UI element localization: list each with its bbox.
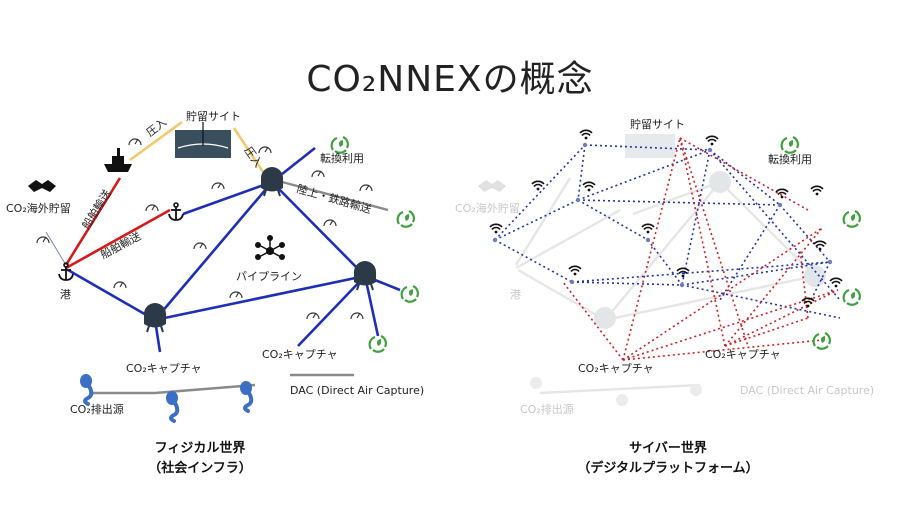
conversion-use-label: 転換利用 — [320, 152, 364, 165]
cyber-world-panel: 貯留サイト 転換利用 CO₂海外貯留 港 CO₂キャプチャ CO₂キャプチャ D… — [455, 118, 874, 476]
anchor-icon — [168, 202, 184, 221]
recycle-leaf-icon — [780, 135, 799, 154]
emitter-icon — [78, 372, 94, 406]
recycle-leaf-icon — [400, 284, 419, 303]
cyber-overseas-storage-label: CO₂海外貯留 — [455, 201, 520, 215]
cyber-caption-line1: サイバー世界 — [629, 440, 707, 456]
faded-infrastructure — [478, 134, 826, 406]
cyber-capture-label-2: CO₂キャプチャ — [705, 348, 781, 361]
overseas-link — [45, 231, 67, 266]
handshake-icon — [28, 180, 56, 192]
recycle-leaf-icon — [330, 135, 349, 154]
emission-source-label: CO₂排出源 — [70, 402, 124, 416]
dac-label: DAC (Direct Air Capture) — [290, 384, 424, 397]
recycle-leaf-icon — [368, 334, 387, 353]
emitter-icon — [164, 389, 180, 423]
cyber-conversion-use-label: 転換利用 — [768, 153, 812, 166]
storage-site-label: 貯留サイト — [186, 110, 241, 123]
blue-dotted-network — [494, 144, 841, 319]
cyber-caption-line2: （デジタルプラットフォーム） — [577, 460, 758, 476]
page-title: CO₂NNEXの概念 — [306, 59, 594, 100]
port-label: 港 — [60, 288, 71, 301]
cyber-port-label: 港 — [510, 288, 521, 301]
capture-label-2: CO₂キャプチャ — [262, 348, 338, 361]
red-dotted-network — [562, 137, 839, 361]
ship-transport-label-1: 船舶輸送 — [79, 187, 114, 232]
sensor-dots — [492, 142, 833, 288]
recycle-leaf-icon — [396, 209, 415, 228]
injection-lines — [129, 120, 267, 176]
molecule-icon — [255, 235, 285, 260]
physical-caption-line2: （社会インフラ） — [148, 460, 252, 476]
recycle-leaf-icon — [812, 331, 831, 350]
ship-icon — [104, 148, 132, 172]
cyber-storage-site-label: 貯留サイト — [630, 118, 685, 131]
inject-label-left: 圧入 — [144, 116, 169, 140]
overseas-storage-label: CO₂海外貯留 — [6, 201, 71, 215]
pipeline-label: パイプライン — [236, 270, 302, 283]
ship-routes — [64, 177, 171, 270]
cyber-capture-label-1: CO₂キャプチャ — [578, 362, 654, 375]
physical-world-panel: 貯留サイト 圧入 圧入 船舶輸送 船舶輸送 CO₂海外貯留 港 転換利用 陸上・… — [6, 110, 424, 476]
recycle-leaf-icon — [842, 209, 861, 228]
recycle-leaf-icon — [842, 287, 861, 306]
cyber-emission-source-label: CO₂排出源 — [520, 402, 574, 416]
capture-label-1: CO₂キャプチャ — [126, 362, 202, 375]
storage-site-image — [175, 122, 231, 158]
physical-caption-line1: フィジカル世界 — [155, 440, 246, 456]
cyber-dac-label: DAC (Direct Air Capture) — [740, 384, 874, 397]
emitter-icon — [238, 379, 254, 413]
